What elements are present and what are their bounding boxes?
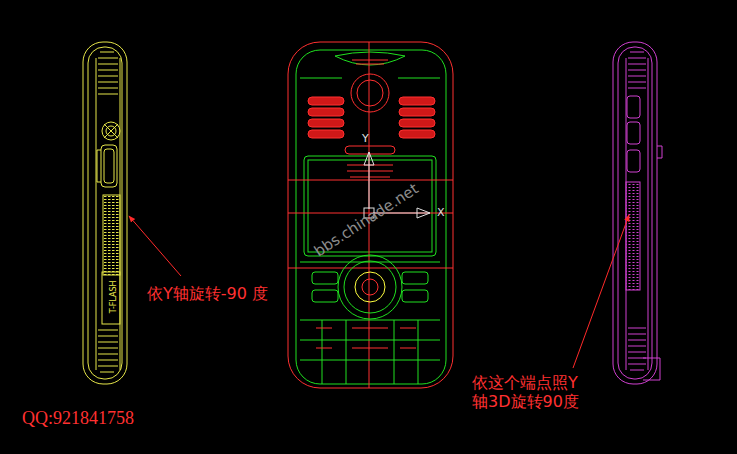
front-view [308,119,344,127]
front-view [308,97,435,138]
right-side-view [627,96,640,118]
front-view [308,130,344,138]
front-view [312,272,338,284]
left-side-view [98,330,118,372]
front-view [355,272,385,302]
left-side-view [97,150,101,182]
front-view [312,290,338,302]
front-view [308,108,344,116]
left-side-view [102,122,120,140]
left-side-view [102,272,120,324]
right-side-view [613,42,657,384]
front-view [352,60,388,64]
ucs-icon [417,208,430,218]
front-view [288,42,453,388]
right-side-view [613,42,662,384]
front-view [300,320,440,384]
right-side-view [627,150,640,172]
front-view [288,42,453,388]
front-view [347,165,393,177]
right-side-view [626,182,640,290]
right-side-view [643,358,660,380]
front-view [300,262,440,263]
left-side-view [98,52,118,94]
left-side-view [83,42,127,384]
right-side-view [628,52,646,88]
front-view [399,130,435,138]
front-view [288,42,453,388]
annotation-note: 依Y轴旋转-90 度 [147,284,282,303]
front-view [402,272,428,284]
front-view [300,272,440,384]
front-view [300,78,440,79]
left-side-view [103,195,120,275]
slot-label: T-FLASH [108,281,118,314]
front-view [357,80,383,106]
right-side-view [628,328,646,370]
right-side-view [627,122,640,144]
front-view [296,50,446,384]
front-view [402,290,428,302]
front-view [399,97,435,105]
front-view [351,74,389,112]
left-side-view [104,124,118,138]
left-side-view [104,149,114,183]
annotation-note: 依这个端点照Y 轴3D旋转90度 [472,373,607,411]
left-side-view [88,47,122,379]
front-view [345,146,395,154]
right-side-view [657,146,662,158]
front-view [308,97,344,105]
left-side-view [96,58,120,370]
front-view [362,279,378,295]
front-view [335,52,405,65]
front-view [399,119,435,127]
leader-arrows [129,216,181,276]
axis-label: X [437,206,445,219]
watermark: bbs.chinade.net [311,180,422,261]
left-side-view [83,42,127,384]
left-side-view [101,145,117,187]
leader-arrows [129,215,629,368]
contact-text: QQ:921841758 [22,408,134,430]
ucs-icon [364,152,374,165]
right-side-view [626,58,648,370]
front-view [316,328,416,348]
axis-label: Y [362,132,369,145]
right-side-view [618,47,652,379]
leader-arrows [573,215,629,368]
front-view [399,108,435,116]
front-view [344,261,396,313]
front-view [338,255,402,319]
